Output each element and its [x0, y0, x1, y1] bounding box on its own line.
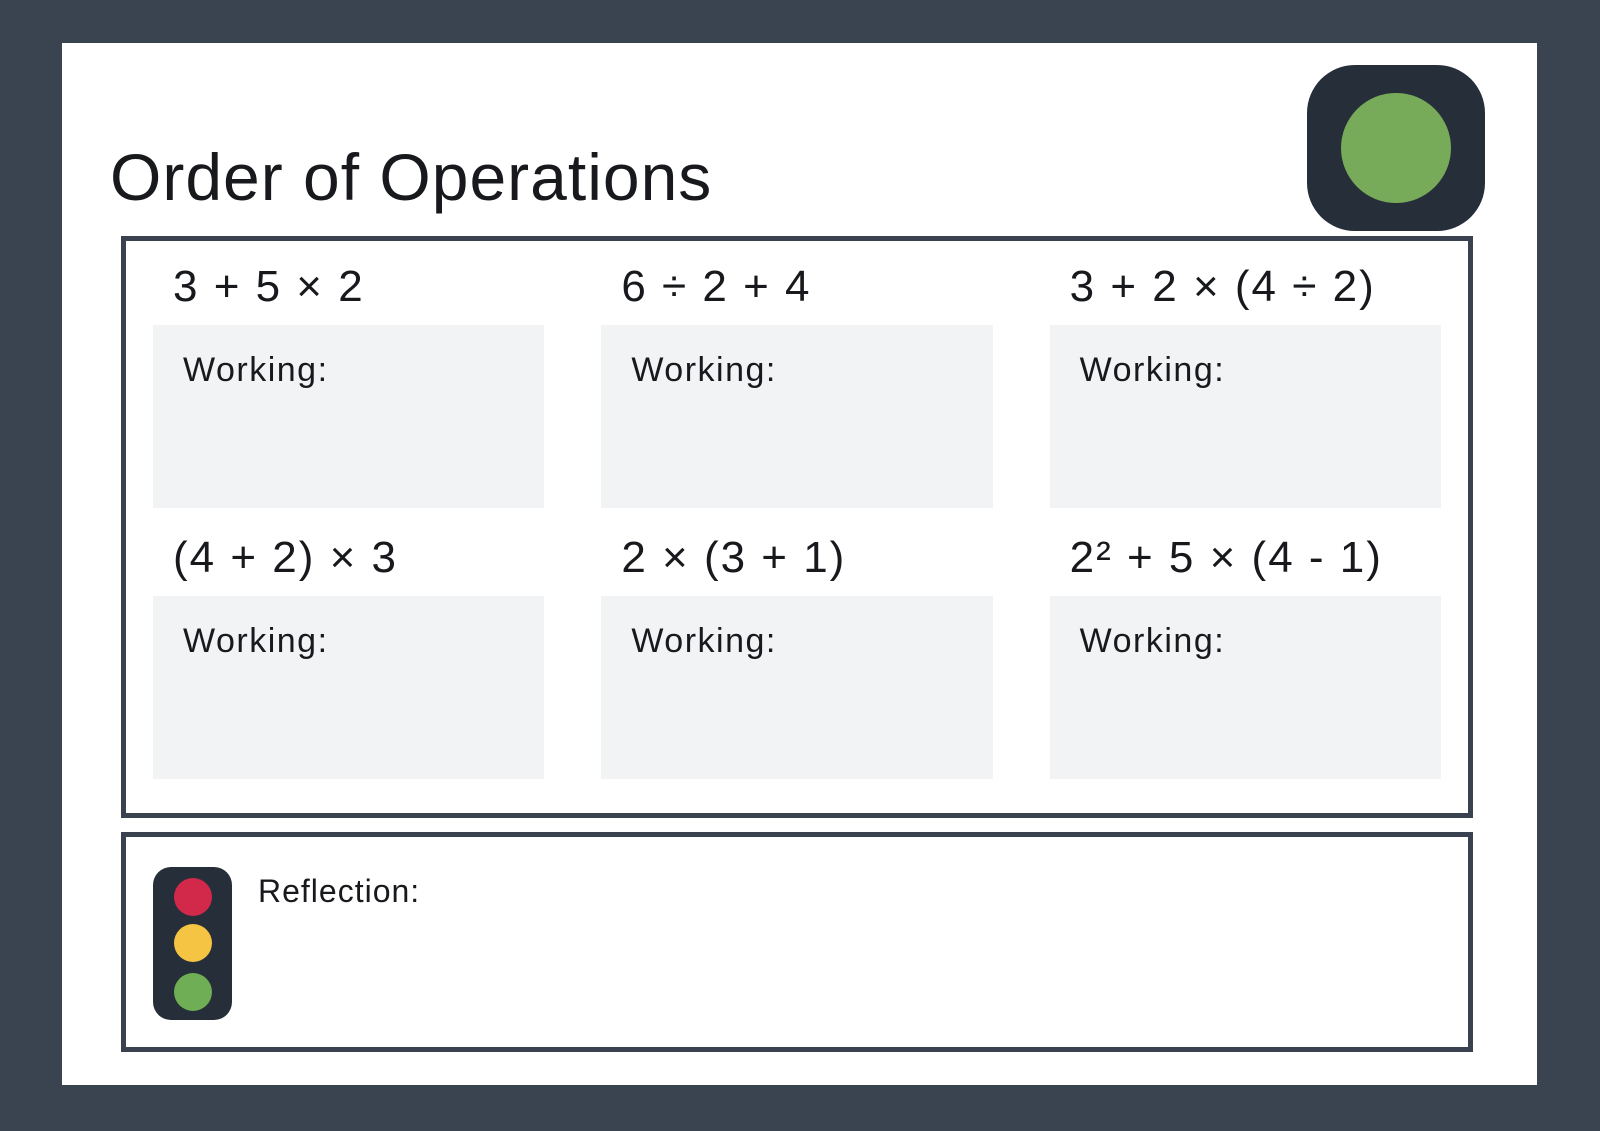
problem-expression-1: 3 + 5 × 2 — [173, 262, 365, 311]
problem-cell-2: 6 ÷ 2 + 4 Working: — [601, 261, 993, 508]
brand-logo — [1307, 65, 1485, 231]
working-label-6: Working: — [1079, 622, 1226, 660]
problem-cell-1: 3 + 5 × 2 Working: — [153, 261, 545, 508]
working-label-2: Working: — [631, 351, 777, 389]
problem-cell-3: 3 + 2 × (4 ÷ 2) Working: — [1049, 261, 1441, 508]
problem-cell-6: 2² + 5 × (4 - 1) Working: — [1049, 532, 1441, 779]
yellow-light-icon — [173, 924, 212, 962]
working-area-5[interactable]: Working: — [601, 596, 993, 779]
problem-expression-5: 2 × (3 + 1) — [621, 533, 847, 582]
working-label-4: Working: — [183, 622, 329, 660]
green-light-icon — [173, 973, 212, 1011]
working-area-1[interactable]: Working: — [153, 325, 545, 508]
working-area-4[interactable]: Working: — [153, 596, 545, 779]
working-label-3: Working: — [1079, 351, 1226, 389]
working-area-6[interactable]: Working: — [1049, 596, 1441, 779]
working-area-2[interactable]: Working: — [601, 325, 993, 508]
worksheet-card: Order of Operations 3 + 5 × 2 Working: 6… — [62, 43, 1537, 1085]
problems-panel: 3 + 5 × 2 Working: 6 ÷ 2 + 4 Working: 3 … — [121, 236, 1473, 818]
problem-expression-6: 2² + 5 × (4 - 1) — [1069, 533, 1383, 582]
problem-expression-3: 3 + 2 × (4 ÷ 2) — [1069, 262, 1376, 311]
reflection-label: Reflection: — [258, 873, 421, 909]
problem-expression-2: 6 ÷ 2 + 4 — [621, 262, 812, 311]
traffic-light-icon — [153, 867, 232, 1020]
problem-cell-4: (4 + 2) × 3 Working: — [153, 532, 545, 779]
working-label-1: Working: — [183, 351, 329, 389]
green-circle-icon — [1341, 93, 1451, 203]
problem-expression-4: (4 + 2) × 3 — [173, 533, 399, 582]
red-light-icon — [173, 878, 212, 916]
problem-cell-5: 2 × (3 + 1) Working: — [601, 532, 993, 779]
working-area-3[interactable]: Working: — [1049, 325, 1441, 508]
working-label-5: Working: — [631, 622, 777, 660]
page-title: Order of Operations — [110, 140, 713, 214]
reflection-panel[interactable]: Reflection: — [121, 832, 1473, 1052]
